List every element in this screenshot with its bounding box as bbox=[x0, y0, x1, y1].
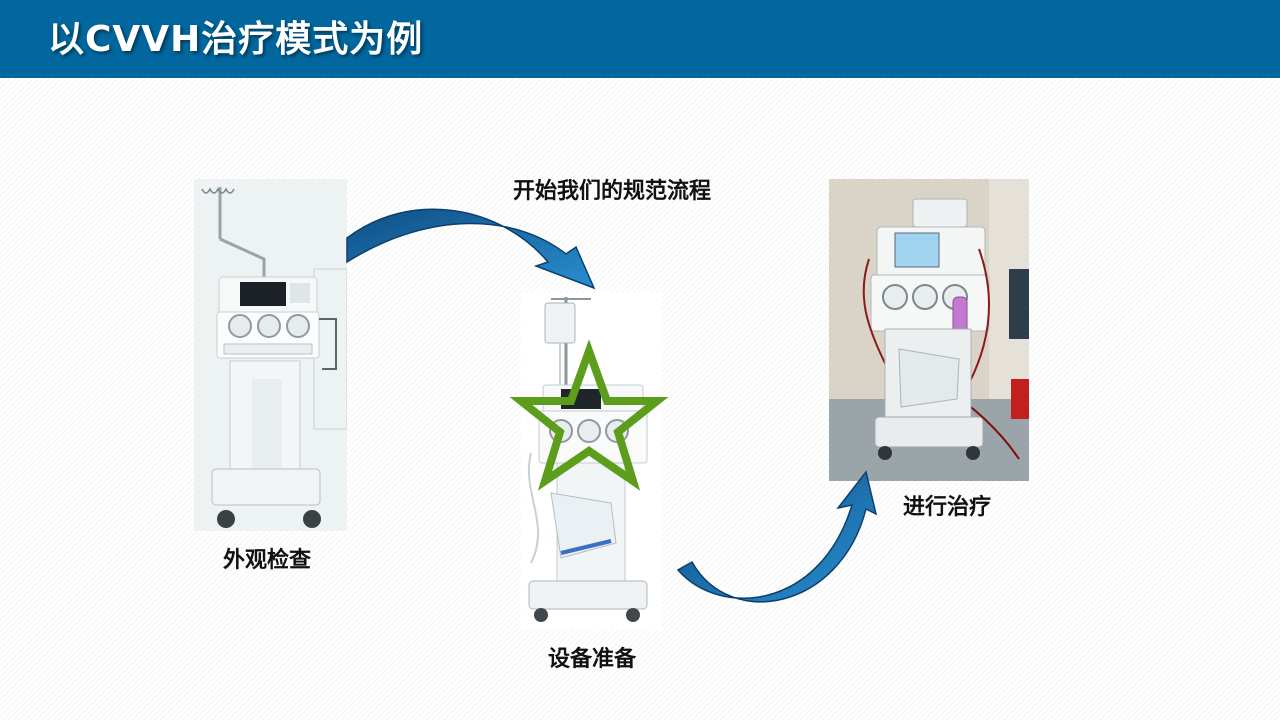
step-label-exterior-check: 外观检查 bbox=[222, 548, 311, 573]
title-bar bbox=[0, 0, 1280, 78]
device-photo-exterior bbox=[194, 179, 347, 531]
step-label-device-preparation: 设备准备 bbox=[547, 647, 636, 672]
slide-title: 以CVVH治疗模式为例 bbox=[48, 19, 424, 60]
curved-arrow-icon bbox=[676, 470, 878, 603]
star-outline-icon bbox=[509, 339, 669, 491]
device-photo-treatment bbox=[829, 179, 1029, 481]
curved-arrow-icon bbox=[346, 208, 596, 290]
device-photo-preparation bbox=[521, 293, 661, 630]
flow-heading: 开始我们的规范流程 bbox=[512, 179, 711, 204]
step-label-treatment: 进行治疗 bbox=[902, 495, 991, 520]
